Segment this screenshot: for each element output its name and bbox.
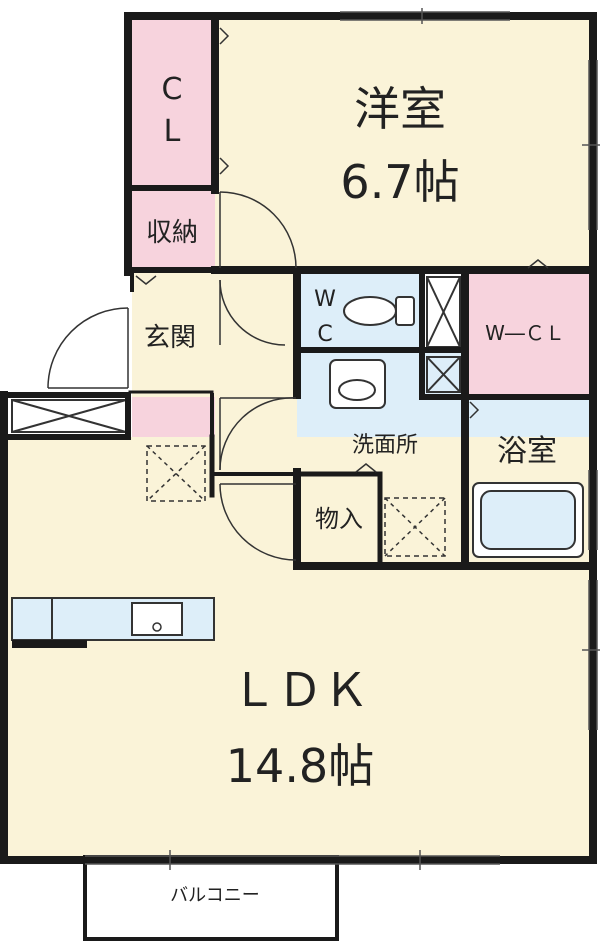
wc-w-label: W (314, 287, 336, 312)
entrance-step (132, 397, 215, 437)
closet-cl (132, 18, 215, 186)
entrance-area (132, 272, 215, 397)
western-room-name: 洋室 (354, 82, 446, 136)
closet-c-label: C (162, 72, 183, 107)
kitchen-sink (131, 602, 183, 636)
western-room-size: 6.7帖 (340, 155, 459, 209)
ldk-size: 14.8帖 (226, 739, 374, 793)
appliance-dashed-icon (146, 445, 446, 557)
shaft-x-icon (426, 276, 461, 393)
washroom-label: 洗面所 (352, 433, 418, 458)
ldk-name: ＬＤＫ (231, 663, 369, 717)
wcl-label: W―ＣＬ (485, 321, 565, 345)
walls (0, 12, 597, 864)
wc-c-label: C (317, 322, 332, 347)
entrance-label: 玄関 (144, 323, 196, 353)
windows (85, 8, 600, 870)
closet-l-label: L (164, 114, 181, 149)
closet2-label: 物入 (315, 505, 363, 533)
doors (47, 27, 549, 561)
appliance-cross-icon (146, 445, 446, 557)
western-room (215, 18, 590, 270)
balcony (83, 855, 339, 941)
balcony-label: バルコニー (170, 885, 260, 906)
bathtub-icon (472, 482, 584, 558)
bath-label: 浴室 (497, 434, 557, 469)
washbasin-icon (329, 359, 386, 409)
storage-room (132, 190, 215, 270)
kitchen-counter (11, 597, 215, 641)
wcl-room (465, 272, 590, 394)
shoe-cabinet-icon (11, 399, 127, 433)
toilet-icon (343, 296, 415, 326)
storage-label: 収納 (146, 218, 198, 248)
